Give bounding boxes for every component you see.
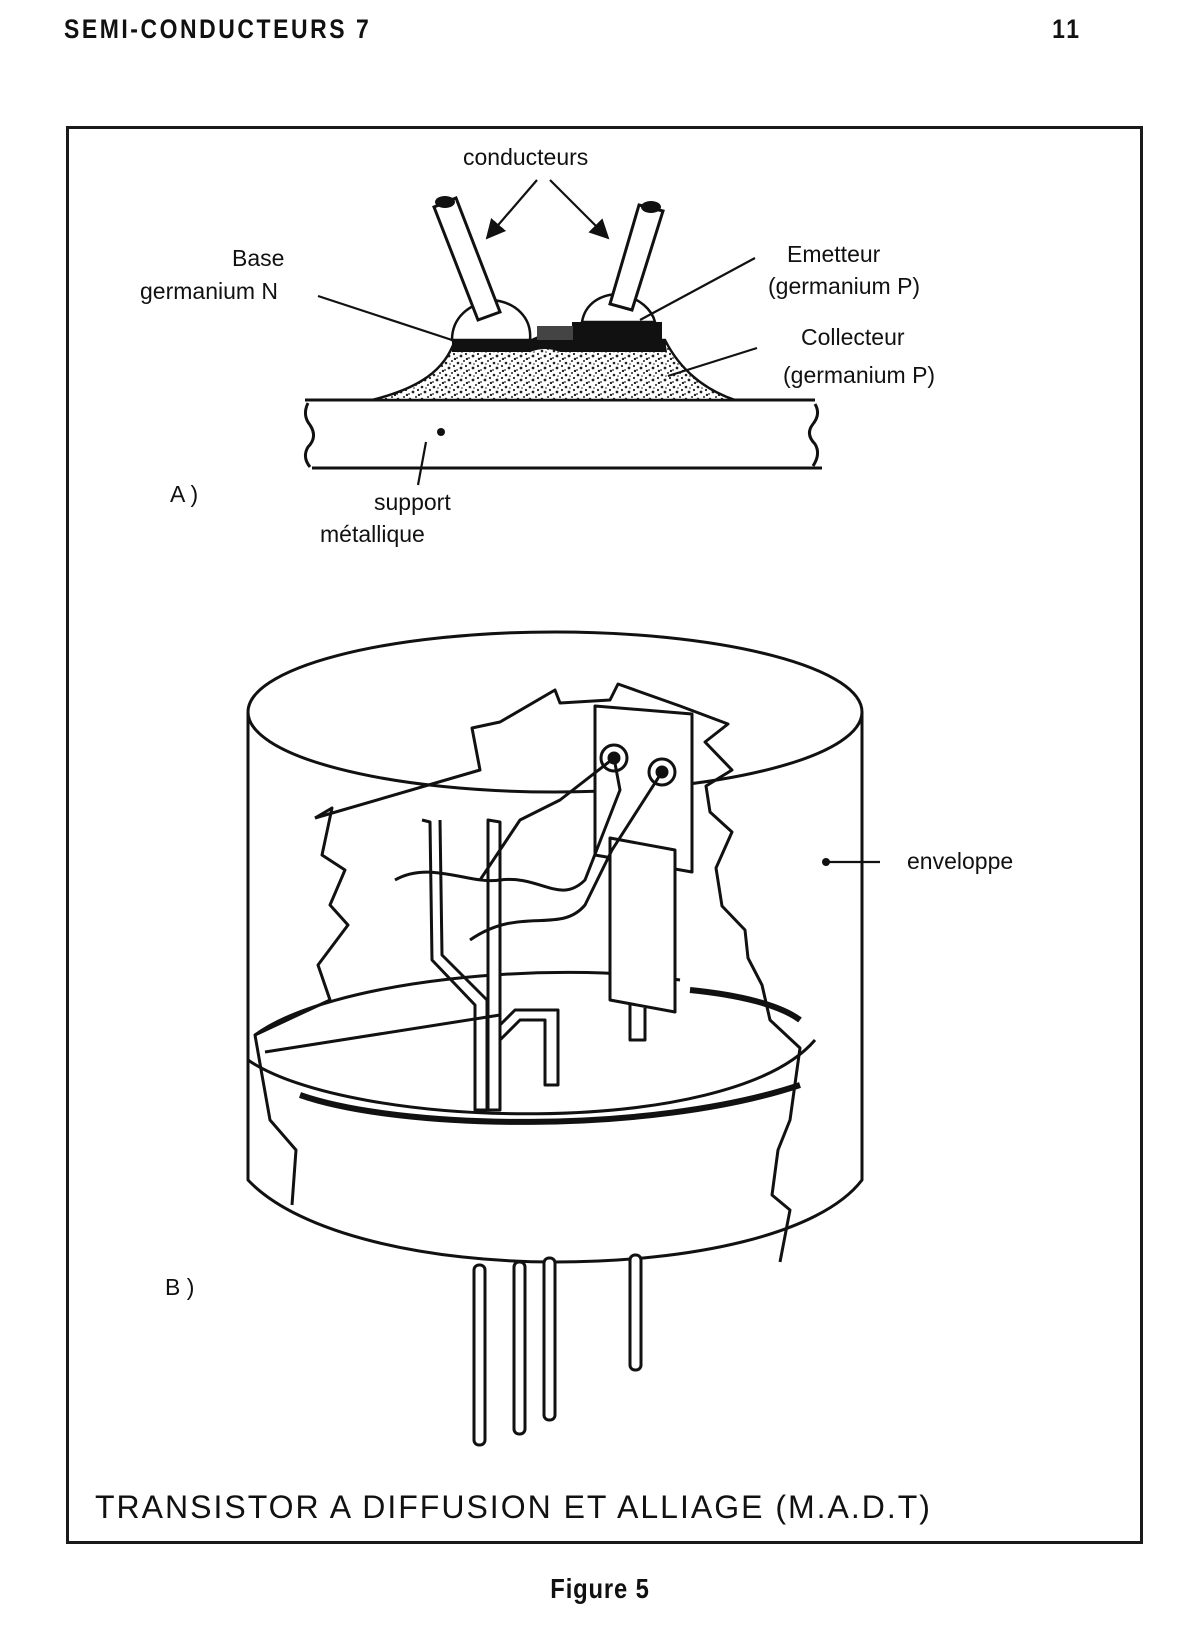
- part-a-marker: A ): [170, 481, 198, 507]
- base-layer: [452, 335, 667, 352]
- part-b-marker: B ): [165, 1274, 194, 1300]
- cutaway-edge: [253, 806, 350, 1206]
- emitter-region: [572, 322, 662, 340]
- support-label: support: [374, 489, 451, 515]
- frame-title: TRANSISTOR A DIFFUSION ET ALLIAGE (M.A.D…: [95, 1489, 932, 1525]
- cross-section-diagram: conducteurs Base germanium N Emetteur (g…: [140, 144, 935, 547]
- page-number: 11: [1052, 14, 1082, 44]
- support-sub-label: métallique: [320, 521, 425, 547]
- metal-support-plate: [303, 398, 822, 470]
- transistor-die-holder: [608, 836, 677, 1014]
- internal-leads: [264, 756, 664, 1112]
- collecteur-sub-label: (germanium P): [783, 362, 935, 388]
- figure-frame: [66, 126, 1143, 1544]
- figure-caption: Figure 5: [550, 1573, 650, 1604]
- emetteur-label: Emetteur: [787, 241, 881, 267]
- emetteur-sub-label: (germanium P): [768, 273, 920, 299]
- conducteurs-label: conducteurs: [463, 144, 588, 170]
- package-cutaway-diagram: [246, 630, 880, 1447]
- external-pins: [472, 1253, 643, 1447]
- base-label: Base: [232, 245, 284, 271]
- can-body: [246, 712, 864, 1264]
- enveloppe-label: enveloppe: [907, 848, 1013, 874]
- base-sub-label: germanium N: [140, 278, 278, 304]
- lead-wires: [432, 196, 665, 322]
- running-header: SEMI-CONDUCTEURS 7: [64, 14, 372, 44]
- can-top-ellipse: [246, 630, 864, 794]
- collecteur-label: Collecteur: [801, 324, 905, 350]
